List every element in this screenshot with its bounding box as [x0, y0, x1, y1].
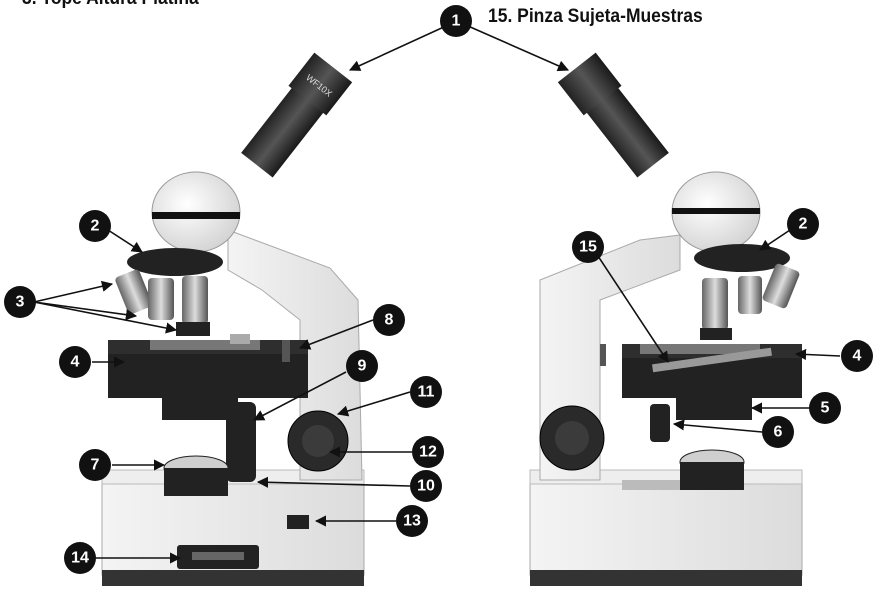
badge-10: 10: [410, 470, 442, 502]
svg-text:12: 12: [419, 444, 437, 461]
objective-left-1: [114, 268, 153, 315]
eyepiece-left: WF10X: [238, 53, 352, 180]
svg-text:7: 7: [91, 457, 100, 474]
badge-4-left: 4: [59, 346, 91, 378]
badge-14: 14: [64, 542, 96, 574]
badge-4-right: 4: [841, 340, 873, 372]
svg-text:6: 6: [774, 424, 783, 441]
svg-text:9: 9: [358, 358, 367, 375]
badge-6: 6: [762, 416, 794, 448]
microscope-left: WF10X: [102, 53, 364, 586]
condenser-right: [676, 398, 752, 420]
badge-15: 15: [572, 231, 604, 263]
objective-left-3: [182, 276, 208, 324]
svg-text:14: 14: [71, 550, 89, 567]
svg-text:1: 1: [452, 13, 461, 30]
badge-9: 9: [346, 350, 378, 382]
diaphragm-lever-right: [650, 404, 670, 442]
badge-13: 13: [396, 505, 428, 537]
objective-left-2: [148, 278, 174, 320]
badge-5: 5: [809, 392, 841, 424]
switch-left: [287, 515, 309, 529]
badge-2-right: 2: [787, 208, 819, 240]
badge-8: 8: [373, 304, 405, 336]
badge-12: 12: [412, 436, 444, 468]
svg-text:10: 10: [417, 478, 435, 495]
svg-text:2: 2: [91, 218, 100, 235]
objective-right-1: [702, 278, 728, 330]
badge-2-left: 2: [79, 210, 111, 242]
svg-text:2: 2: [799, 216, 808, 233]
stage-stop-left: [282, 340, 290, 362]
svg-text:15: 15: [579, 239, 597, 256]
badge-3: 3: [4, 286, 36, 318]
svg-text:11: 11: [418, 384, 435, 401]
svg-text:4: 4: [71, 354, 80, 371]
badge-11: 11: [410, 376, 442, 408]
stage-left: [108, 348, 308, 398]
eyepiece-right: [558, 53, 672, 180]
fine-adjust-left: [226, 402, 256, 482]
svg-text:8: 8: [385, 312, 394, 329]
microscope-right: [530, 53, 802, 586]
badge-1: 1: [440, 5, 472, 37]
svg-text:13: 13: [403, 513, 421, 530]
badge-7: 7: [79, 449, 111, 481]
svg-text:3: 3: [16, 294, 25, 311]
svg-text:5: 5: [821, 400, 830, 417]
objective-right-2: [738, 276, 762, 314]
svg-text:4: 4: [853, 348, 862, 365]
